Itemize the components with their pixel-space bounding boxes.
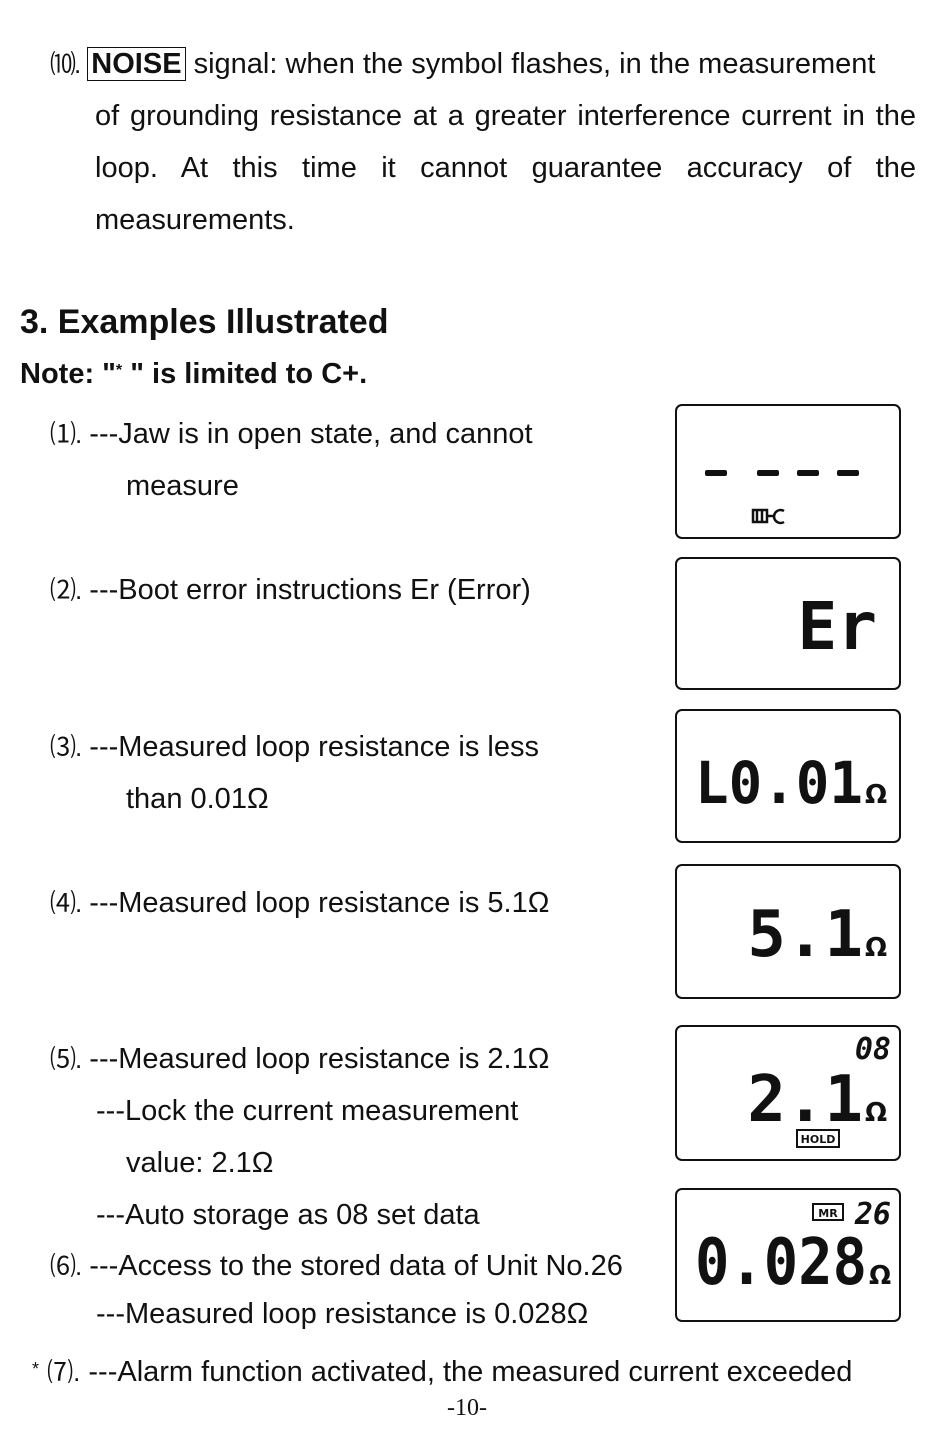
item-line: ---Lock the current measurement <box>96 1095 519 1127</box>
lcd-dashes <box>705 470 859 476</box>
item-number: ⑽. <box>50 49 81 79</box>
lcd-unit-ohm: Ω <box>865 933 887 963</box>
item-line: ---Access to the stored data of Unit No.… <box>89 1250 623 1282</box>
lcd-main-value: 5.1 <box>747 898 863 972</box>
lcd-screen: 5.1 Ω <box>747 898 887 972</box>
item-line: value: 2.1Ω <box>126 1147 274 1179</box>
section-title: 3. Examples Illustrated <box>20 303 389 341</box>
clamp-jaw-icon <box>751 508 785 525</box>
lcd-main-value: L0.01 <box>695 749 863 817</box>
item-number: ⑺. <box>47 1357 81 1387</box>
example-item-2: ⑵. ---Boot error instructions Er (Error) <box>50 564 531 616</box>
note: Note: "* " is limited to C+. <box>20 358 367 391</box>
hold-badge-frame <box>796 1129 840 1148</box>
example-item-7: * ⑺. ---Alarm function activated, the me… <box>32 1343 916 1398</box>
lcd-memory-index: 26 <box>854 1197 891 1232</box>
note-text-end: " is limited to C+. <box>122 358 368 390</box>
lcd-screen: MR 26 0.028 Ω <box>695 1197 891 1300</box>
lcd-display-5-1-ohm: 5.1 Ω <box>675 864 901 999</box>
c-plus-star: * <box>32 1359 40 1379</box>
note-text: Note: " <box>20 358 116 390</box>
page-number: -10- <box>447 1395 487 1421</box>
lcd-display-error: Er <box>675 557 901 690</box>
item-line: ---Measured loop resistance is less <box>89 731 539 763</box>
lcd-screen: 08 2.1 Ω HOLD <box>747 1032 891 1148</box>
item-number: ⑹. <box>50 1251 82 1281</box>
example-item-4: ⑷. ---Measured loop resistance is 5.1Ω <box>50 877 549 929</box>
item-line: ---Boot error instructions Er (Error) <box>89 574 531 606</box>
lcd-display-low-resistance: L0.01 Ω <box>675 709 901 843</box>
lcd-main-value: Er <box>798 588 877 665</box>
item-number: ⑵. <box>50 575 82 605</box>
note-star: * <box>115 362 123 379</box>
lcd-screen: Er <box>798 588 877 665</box>
lcd-display-open-jaw: ---- <box>675 404 901 539</box>
mr-badge: MR <box>818 1207 838 1220</box>
lcd-unit-ohm: Ω <box>865 1098 887 1128</box>
section-10-line1: ⑽. NOISE signal: when the symbol flashes… <box>50 38 916 90</box>
section-10-continuation: of grounding resistance at a greater int… <box>95 100 916 236</box>
lcd-display-hold: 08 2.1 Ω HOLD <box>675 1025 901 1161</box>
item-line: measure <box>126 470 239 502</box>
lcd-unit-ohm: Ω <box>865 780 887 810</box>
lcd-screen: L0.01 Ω <box>695 749 887 817</box>
item-number: ⑶. <box>50 732 82 762</box>
item-line: than 0.01Ω <box>126 783 269 815</box>
hold-badge: HOLD <box>801 1133 836 1146</box>
lcd-screen: ---- <box>705 470 859 525</box>
section-10-paragraph: ⑽. NOISE signal: when the symbol flashes… <box>50 38 916 246</box>
item-line: ---Measured loop resistance is 5.1Ω <box>89 887 550 919</box>
item-line: ---Jaw is in open state, and cannot <box>89 418 533 450</box>
lcd-unit-ohm: Ω <box>869 1261 891 1291</box>
noise-symbol: NOISE <box>87 47 186 81</box>
mr-badge-frame <box>812 1203 844 1221</box>
item-line: ---Auto storage as 08 set data <box>96 1199 480 1231</box>
lcd-main-value: 2.1 <box>747 1063 863 1137</box>
section-10-text: signal: when the symbol flashes, in the … <box>185 48 876 80</box>
item-number: ⑸. <box>50 1044 82 1074</box>
lcd-main-value: 0.028 <box>695 1226 867 1300</box>
example-item-5: ⑸. ---Measured loop resistance is 2.1Ω -… <box>50 1033 549 1241</box>
example-item-1: ⑴. ---Jaw is in open state, and cannot m… <box>50 408 533 512</box>
item-number: ⑴. <box>50 419 82 449</box>
item-number: ⑷. <box>50 888 82 918</box>
item-line: ---Alarm function activated, the measure… <box>88 1356 853 1388</box>
lcd-memory-index: 08 <box>855 1032 891 1067</box>
item-line: ---Measured loop resistance is 2.1Ω <box>89 1043 550 1075</box>
lcd-display-memory-recall: MR 26 0.028 Ω <box>675 1188 901 1322</box>
item-line: ---Measured loop resistance is 0.028Ω <box>96 1298 589 1330</box>
example-item-6: ⑹. ---Access to the stored data of Unit … <box>50 1242 623 1338</box>
example-item-3: ⑶. ---Measured loop resistance is less t… <box>50 721 539 825</box>
